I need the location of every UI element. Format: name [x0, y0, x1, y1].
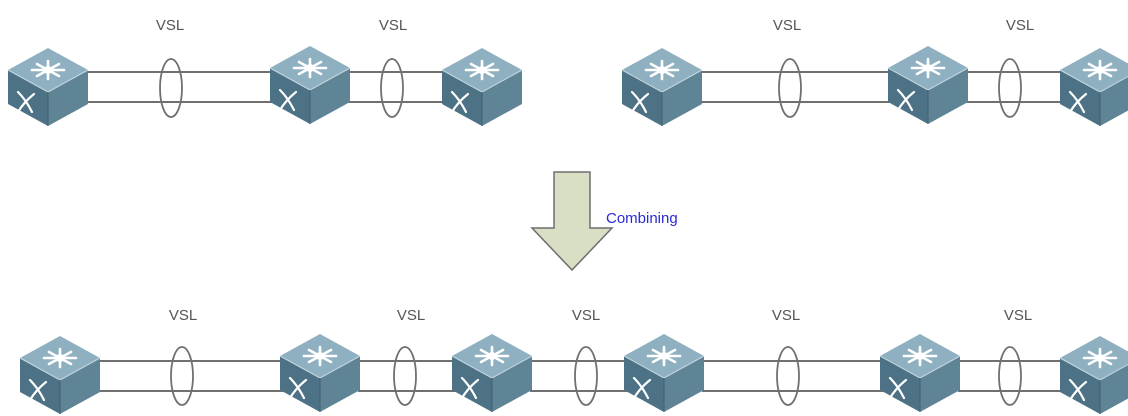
top-left-chain: VSL VSL: [6, 17, 524, 128]
bottom-combined-chain: VSL VSL VSL VSL VSL: [18, 307, 1128, 416]
switch-icon: [440, 46, 524, 128]
switch-icon: [18, 334, 102, 416]
switch-icon: [6, 46, 90, 128]
switch-icon: [622, 332, 706, 414]
vsl-label: VSL: [169, 307, 197, 324]
down-arrow-icon: [530, 171, 614, 272]
vsl-label: VSL: [773, 17, 801, 34]
vsl-link-ellipse: [574, 346, 598, 406]
vsl-label: VSL: [572, 307, 600, 324]
vsl-label: VSL: [397, 307, 425, 324]
vsl-label: VSL: [156, 17, 184, 34]
link-lines: [88, 71, 444, 103]
switch-icon: [878, 332, 962, 414]
vsl-label: VSL: [1004, 307, 1032, 324]
switch-icon: [886, 44, 970, 126]
vsl-link-ellipse: [776, 346, 800, 406]
vsl-link-ellipse: [159, 58, 183, 118]
switch-icon: [278, 332, 362, 414]
vsl-link-ellipse: [170, 346, 194, 406]
switch-icon: [268, 44, 352, 126]
top-right-chain: VSL VSL: [620, 17, 1128, 128]
link-lines: [700, 71, 1064, 103]
switch-icon: [1058, 46, 1128, 128]
vsl-link-ellipse: [778, 58, 802, 118]
combining-arrow: Combining: [530, 171, 678, 272]
vsl-link-ellipse: [380, 58, 404, 118]
switch-icon: [1058, 334, 1128, 416]
vsl-link-ellipse: [998, 58, 1022, 118]
link-lines: [100, 360, 1064, 392]
vsl-label: VSL: [379, 17, 407, 34]
vsl-label: VSL: [1006, 17, 1034, 34]
vsl-label: VSL: [772, 307, 800, 324]
switch-icon: [620, 46, 704, 128]
vsl-link-ellipse: [998, 346, 1022, 406]
vsl-link-ellipse: [393, 346, 417, 406]
combining-label: Combining: [606, 210, 678, 227]
switch-icon: [450, 332, 534, 414]
